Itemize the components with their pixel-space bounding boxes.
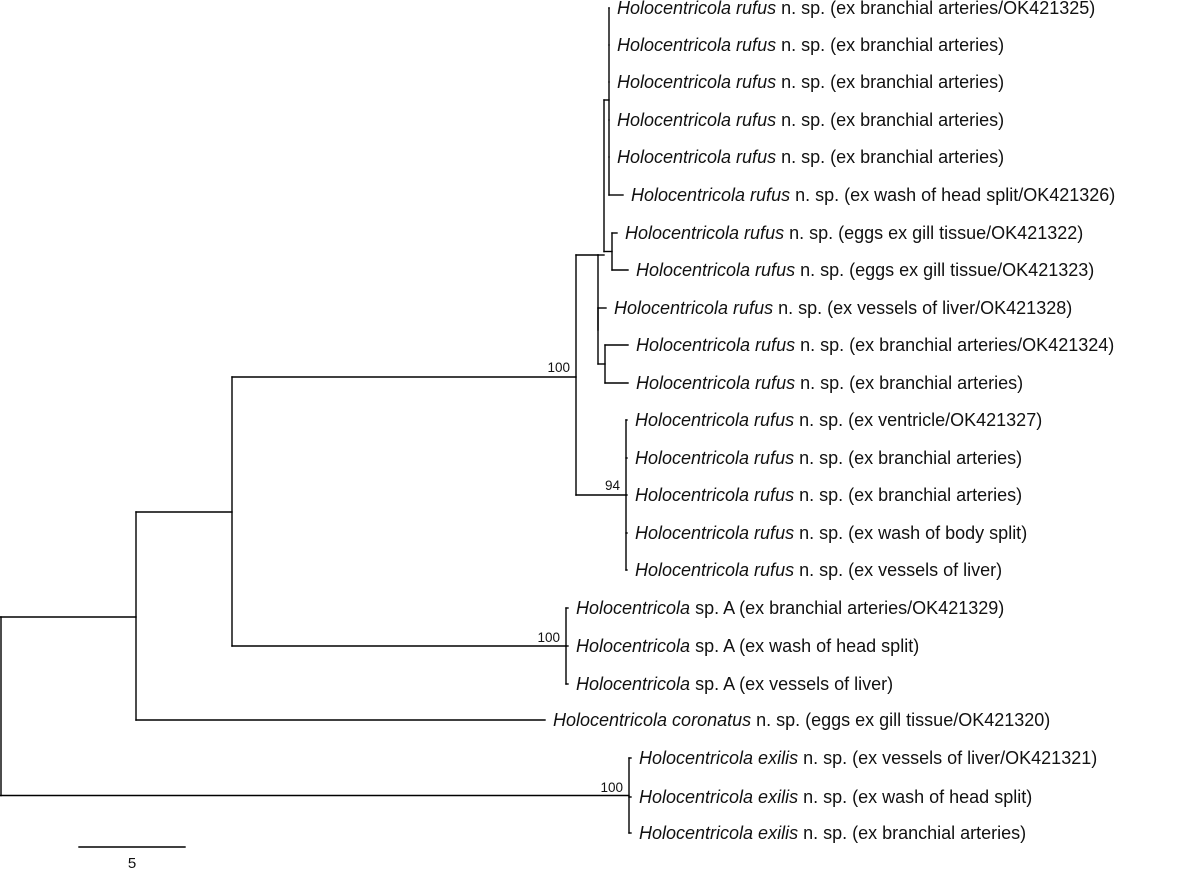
specimen-info: n. sp. (ex wash of body split) [794,523,1027,543]
taxon-name: Holocentricola rufus [617,110,776,130]
support-value: 100 [537,630,560,645]
taxon-name: Holocentricola rufus [617,147,776,167]
specimen-info: n. sp. (ex vessels of liver) [794,560,1002,580]
taxon-name: Holocentricola rufus [636,260,795,280]
tip-label: Holocentricola coronatus n. sp. (eggs ex… [553,710,1050,730]
taxon-name: Holocentricola [576,598,690,618]
tip-label: Holocentricola rufus n. sp. (ex branchia… [636,373,1023,393]
tip-label: Holocentricola sp. A (ex branchial arter… [576,598,1004,618]
taxon-name: Holocentricola exilis [639,823,798,843]
taxon-name: Holocentricola rufus [614,298,773,318]
support-value: 100 [547,360,570,375]
tip-label: Holocentricola rufus n. sp. (ex wash of … [631,185,1115,205]
taxon-name: Holocentricola rufus [617,35,776,55]
tip-label: Holocentricola rufus n. sp. (ex branchia… [636,335,1114,355]
taxon-name: Holocentricola rufus [631,185,790,205]
taxon-name: Holocentricola rufus [635,523,794,543]
taxon-name: Holocentricola rufus [635,485,794,505]
specimen-info: n. sp. (ex branchial arteries) [795,373,1023,393]
tip-labels: Holocentricola rufus n. sp. (ex branchia… [553,0,1115,843]
specimen-info: sp. A (ex branchial arteries/OK421329) [690,598,1004,618]
specimen-info: n. sp. (ex branchial arteries/OK421324) [795,335,1114,355]
taxon-name: Holocentricola rufus [635,560,794,580]
support-values: 100 94 100 100 [537,360,623,795]
support-value: 100 [600,780,623,795]
specimen-info: sp. A (ex wash of head split) [690,636,919,656]
tip-label: Holocentricola rufus n. sp. (ex branchia… [617,72,1004,92]
specimen-info: n. sp. (ex ventricle/OK421327) [794,410,1042,430]
tip-label: Holocentricola sp. A (ex wash of head sp… [576,636,919,656]
specimen-info: n. sp. (ex branchial arteries) [776,147,1004,167]
specimen-info: n. sp. (ex branchial arteries) [794,448,1022,468]
taxon-name: Holocentricola coronatus [553,710,751,730]
specimen-info: n. sp. (ex vessels of liver/OK421328) [773,298,1072,318]
taxon-name: Holocentricola rufus [617,72,776,92]
support-value: 94 [605,478,621,493]
specimen-info: n. sp. (ex branchial arteries) [776,72,1004,92]
tip-label: Holocentricola rufus n. sp. (ex vessels … [635,560,1002,580]
specimen-info: sp. A (ex vessels of liver) [690,674,893,694]
specimen-info: n. sp. (eggs ex gill tissue/OK421322) [784,223,1083,243]
taxon-name: Holocentricola rufus [617,0,776,18]
tip-label: Holocentricola exilis n. sp. (ex wash of… [639,787,1032,807]
taxon-name: Holocentricola [576,674,690,694]
tip-label: Holocentricola rufus n. sp. (ex ventricl… [635,410,1042,430]
tip-label: Holocentricola rufus n. sp. (ex branchia… [635,485,1022,505]
taxon-name: Holocentricola rufus [625,223,784,243]
tip-label: Holocentricola exilis n. sp. (ex vessels… [639,748,1097,768]
tip-label: Holocentricola rufus n. sp. (ex branchia… [617,0,1095,18]
tip-label: Holocentricola sp. A (ex vessels of live… [576,674,893,694]
tip-label: Holocentricola exilis n. sp. (ex branchi… [639,823,1026,843]
taxon-name: Holocentricola [576,636,690,656]
specimen-info: n. sp. (eggs ex gill tissue/OK421320) [751,710,1050,730]
taxon-name: Holocentricola exilis [639,748,798,768]
tip-label: Holocentricola rufus n. sp. (ex branchia… [617,35,1004,55]
tip-label: Holocentricola rufus n. sp. (ex vessels … [614,298,1072,318]
specimen-info: n. sp. (ex branchial arteries) [798,823,1026,843]
specimen-info: n. sp. (ex wash of head split/OK421326) [790,185,1115,205]
specimen-info: n. sp. (ex wash of head split) [798,787,1032,807]
tip-label: Holocentricola rufus n. sp. (ex branchia… [617,147,1004,167]
taxon-name: Holocentricola rufus [636,335,795,355]
taxon-name: Holocentricola exilis [639,787,798,807]
tip-label: Holocentricola rufus n. sp. (eggs ex gil… [625,223,1083,243]
specimen-info: n. sp. (ex branchial arteries) [776,110,1004,130]
tip-label: Holocentricola rufus n. sp. (ex wash of … [635,523,1027,543]
taxon-name: Holocentricola rufus [635,448,794,468]
taxon-name: Holocentricola rufus [635,410,794,430]
specimen-info: n. sp. (ex branchial arteries/OK421325) [776,0,1095,18]
scale-bar: 5 [78,846,186,869]
tip-label: Holocentricola rufus n. sp. (ex branchia… [617,110,1004,130]
tip-label: Holocentricola rufus n. sp. (eggs ex gil… [636,260,1094,280]
tree-branches [0,7,632,834]
tip-label: Holocentricola rufus n. sp. (ex branchia… [635,448,1022,468]
specimen-info: n. sp. (ex branchial arteries) [794,485,1022,505]
taxon-name: Holocentricola rufus [636,373,795,393]
specimen-info: n. sp. (ex vessels of liver/OK421321) [798,748,1097,768]
specimen-info: n. sp. (eggs ex gill tissue/OK421323) [795,260,1094,280]
scale-bar-label: 5 [128,855,136,869]
specimen-info: n. sp. (ex branchial arteries) [776,35,1004,55]
